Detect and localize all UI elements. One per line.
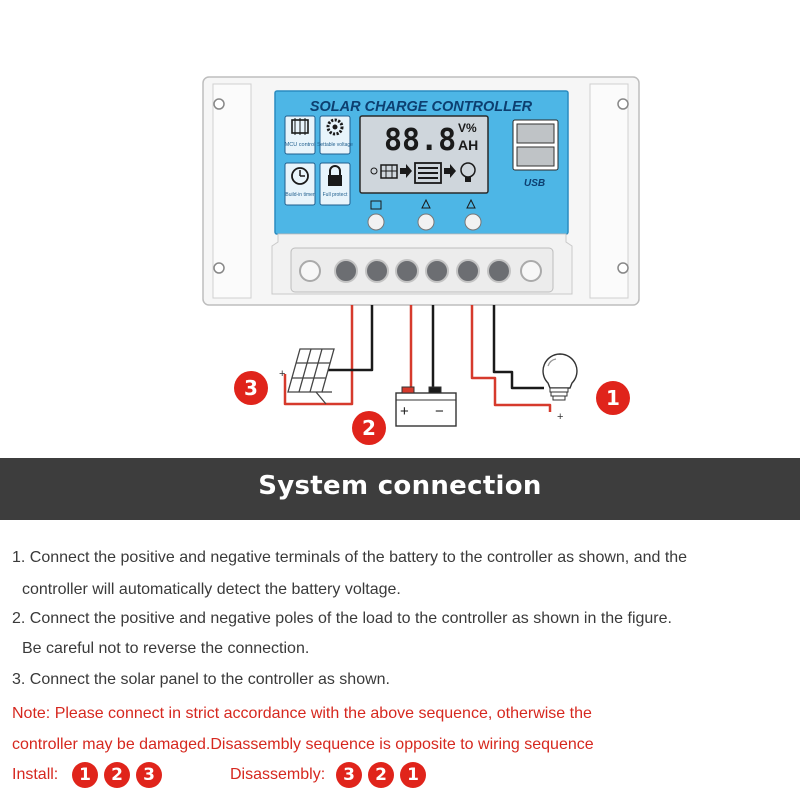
disassembly-step-badge: 2 [368, 762, 394, 788]
screw-terminal [365, 259, 389, 283]
clock-icon [291, 167, 309, 185]
svg-text:2: 2 [362, 416, 376, 440]
chip-icon [291, 118, 309, 135]
up-button-icon [421, 198, 431, 209]
load-negative-wire [492, 305, 544, 390]
load-positive-wire [470, 305, 552, 412]
lcd-solar-icon [370, 164, 398, 179]
down-button-icon [466, 198, 476, 209]
lcd-unit-bottom: AH [458, 137, 478, 153]
feature-label-protect: Full protect [323, 192, 348, 198]
instruction-step-1: 1. Connect the positive and negative ter… [12, 549, 688, 566]
solar-positive-wire [283, 305, 354, 406]
disassembly-step-badge: 3 [336, 762, 362, 788]
wiring [283, 305, 552, 412]
battery-icon [395, 386, 457, 427]
load-positive-sign: + [557, 411, 563, 423]
mounting-hole [617, 98, 629, 110]
menu-button-icon [370, 200, 382, 210]
badge-battery: 2 [352, 411, 386, 445]
lcd-battery-icon [414, 162, 442, 184]
lcd-arrow-icon [444, 164, 456, 178]
mounting-hole [617, 262, 629, 274]
lcd-display: 88.8 V% AH [359, 115, 489, 194]
feature-label-timer: Build-in timer [285, 192, 315, 198]
warning-note-continued: controller may be damaged.Disassembly se… [12, 736, 594, 753]
lcd-unit-top: V% [458, 121, 477, 135]
disassembly-order: 3 2 1 [336, 762, 426, 788]
terminal-block [271, 233, 573, 295]
svg-text:3: 3 [244, 376, 258, 400]
screw-terminal [487, 259, 511, 283]
instruction-step-1-continued: controller will automatically detect the… [22, 581, 401, 598]
install-step-badge: 3 [136, 762, 162, 788]
install-order: 1 2 3 [72, 762, 162, 788]
mounting-hole [213, 262, 225, 274]
instruction-step-2-continued: Be careful not to reverse the connection… [22, 640, 310, 657]
battery-negative-terminal: − [435, 403, 444, 420]
feature-label-settable: Settable voltage [317, 142, 353, 148]
control-buttons [367, 198, 482, 231]
feature-icons: MCU control Settable voltage Build-in ti… [284, 115, 353, 206]
gear-icon [326, 118, 344, 136]
usb-ports: USB [512, 119, 559, 189]
screw-terminal [425, 259, 449, 283]
instruction-step-3: 3. Connect the solar panel to the contro… [12, 671, 390, 688]
warning-note: Note: Please connect in strict accordanc… [12, 705, 592, 722]
panel-title: SOLAR CHARGE CONTROLLER [310, 99, 533, 115]
mounting-hole [213, 98, 225, 110]
solar-positive-sign: + [279, 368, 285, 380]
badge-solar: 3 [234, 371, 268, 405]
install-step-badge: 1 [72, 762, 98, 788]
screw-terminal [456, 259, 480, 283]
screw-terminal [334, 259, 358, 283]
screw-terminal [520, 260, 542, 282]
connection-diagram: SOLAR CHARGE CONTROLLER MCU control Sett… [202, 76, 640, 445]
screw-terminal [299, 260, 321, 282]
install-step-badge: 2 [104, 762, 130, 788]
install-label: Install: [12, 766, 59, 783]
bulb-icon [542, 353, 578, 401]
usb-label: USB [524, 178, 545, 189]
disassembly-label: Disassembly: [230, 766, 326, 783]
disassembly-step-badge: 1 [400, 762, 426, 788]
section-title: System connection [258, 471, 542, 501]
feature-label-mcu: MCU control [285, 142, 316, 148]
battery-positive-terminal: + [400, 403, 409, 420]
lcd-bulb-icon [460, 162, 476, 182]
badge-load: 1 [596, 381, 630, 415]
padlock-icon [328, 165, 342, 186]
screw-terminal [395, 259, 419, 283]
section-banner: System connection [0, 458, 800, 520]
svg-text:1: 1 [606, 386, 620, 410]
solar-panel-icon [287, 348, 335, 405]
up-button[interactable] [417, 213, 435, 231]
lcd-arrow-icon [400, 164, 412, 178]
solar-negative-wire [322, 305, 374, 372]
lcd-digits: 88.8 [384, 123, 456, 158]
instruction-step-2: 2. Connect the positive and negative pol… [12, 610, 672, 627]
down-button[interactable] [464, 213, 482, 231]
menu-button[interactable] [367, 213, 385, 231]
